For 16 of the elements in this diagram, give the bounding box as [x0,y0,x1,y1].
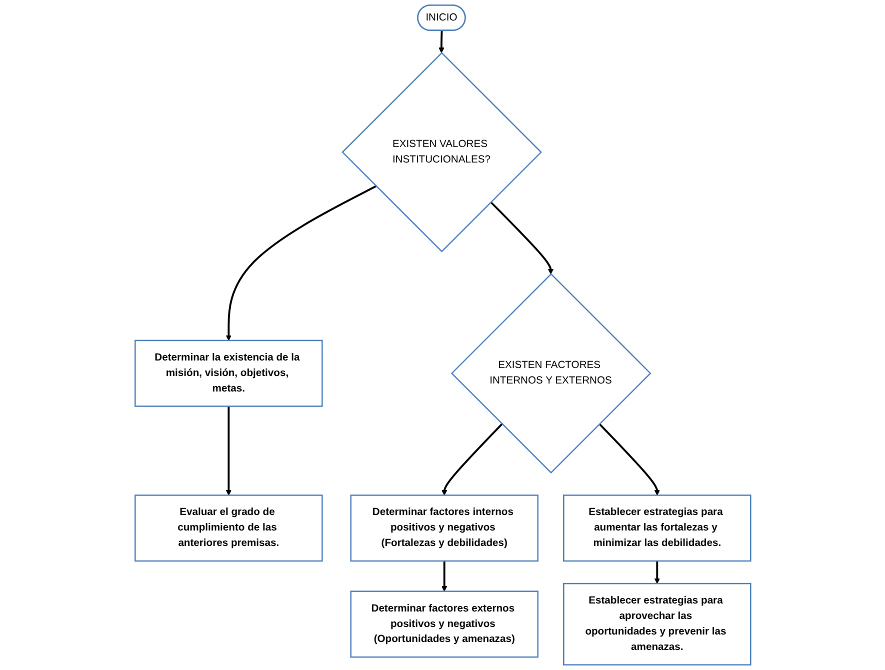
node-box: Evaluar el grado de cumplimiento de las anteriores premisas. [134,494,322,562]
arrow [225,406,232,496]
node-box: Determinar la existencia de la misión, visión, objetivos, metas. [134,340,322,407]
node-diamond: EXISTEN FACTORES INTERNOS Y EXTERNOS [450,273,651,474]
node-box: Determinar factores externos positivos y negativos (Oportunidades y amenazas) [350,590,538,658]
node-box: Determinar factores internos positivos y negativos (Fortalezas y debilidades) [350,494,538,562]
arrow [225,185,376,341]
node-box: Establecer estrategias para aprovechar las oportunidades y prevenir las amenazas. [562,582,751,666]
arrow [490,201,554,274]
arrow [654,561,660,584]
arrow [441,423,502,496]
arrow [598,423,660,496]
node-diamond: EXISTEN VALORES INSTITUCIONALES? [341,52,542,252]
arrow [441,561,447,592]
arrow [438,30,444,54]
node-box: Establecer estrategias para aumentar las fortalezas y minimizar las debilidades. [562,494,751,562]
